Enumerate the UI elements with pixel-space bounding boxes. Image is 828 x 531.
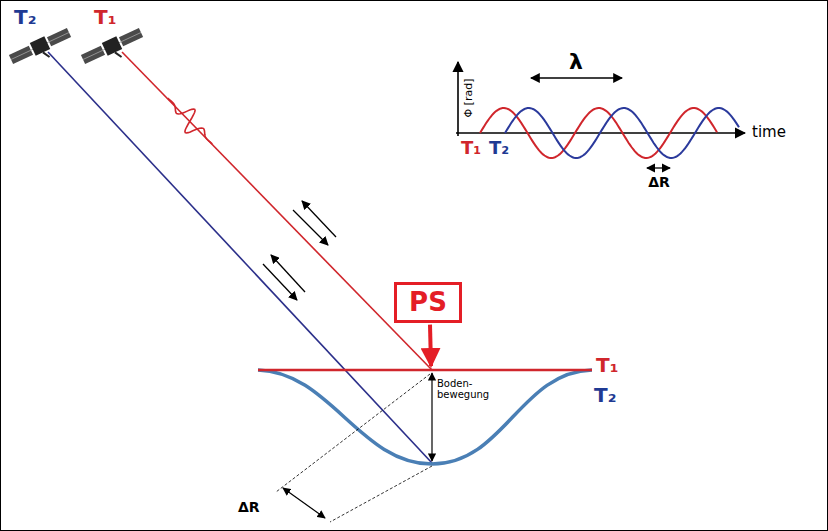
y-axis [457,62,459,136]
diagram-label: T₁ [94,6,116,28]
travel-arrow [263,264,297,300]
dimension-line [276,374,430,492]
ground-t1 [258,369,592,372]
ps-label-box: PS [394,282,462,323]
deformed-ground [258,370,592,464]
diagram-label: time [752,124,786,141]
node-text: PS [409,288,447,317]
ps-pointer [430,325,431,366]
satellite-icon [80,26,147,72]
diagram-label: T₁ [461,138,481,158]
satellite-icon [8,26,75,72]
diagram-label: λ [569,50,583,74]
phase-shift-arrow [647,167,670,168]
diagram-label: ΔR [238,500,260,515]
travel-arrow [293,210,328,245]
travel-arrow [271,255,305,292]
diagram-label: T₂ [489,138,509,158]
diagram-label: T₂ [594,384,616,406]
diagram-label: T₁ [596,354,618,376]
diagram-label: T₂ [14,6,36,28]
wave-packet [159,90,220,152]
wavelength-arrow [531,77,622,78]
wave-packet-curve [159,90,220,152]
diagram-label: Φ [rad] [463,79,475,118]
diagram-label: Boden- bewegung [437,378,491,400]
beam-t2 [48,52,432,463]
dimension-line [330,466,432,522]
travel-arrow [302,201,336,237]
diagram-label: ΔR [648,175,670,190]
displacement-arrow [431,373,432,461]
signal-t2 [505,108,739,158]
beam-t1 [122,52,432,370]
range-difference-arrow [283,488,325,518]
